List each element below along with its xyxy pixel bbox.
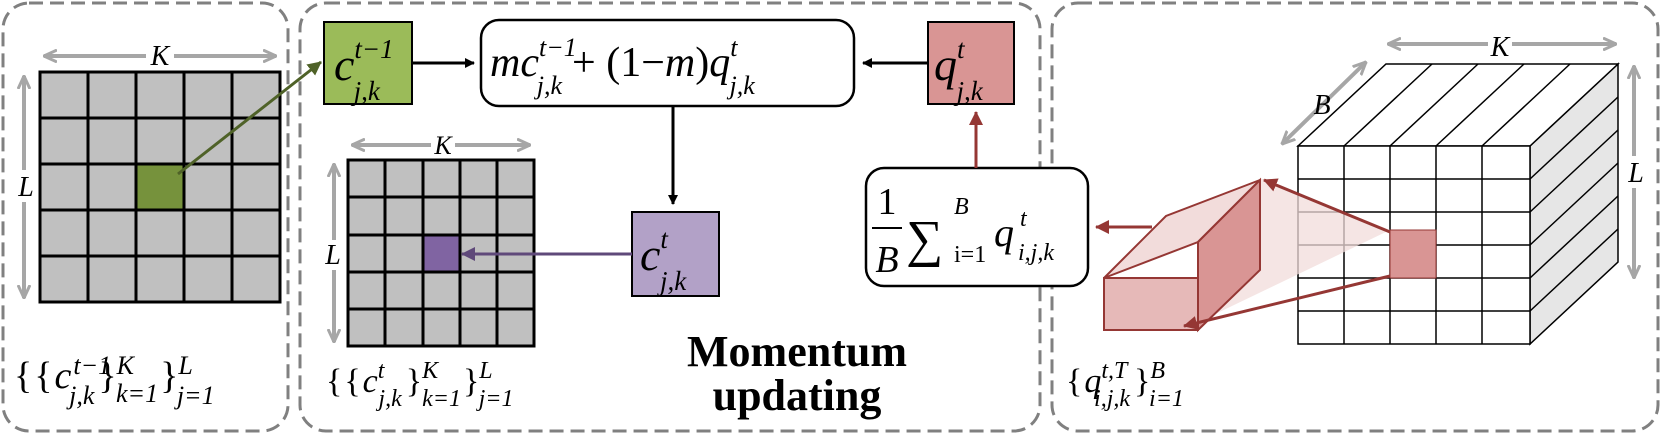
title-line1: Momentum — [687, 327, 907, 376]
extracted-slice-prism — [1103, 177, 1261, 333]
svg-text:B: B — [954, 194, 969, 220]
update-formula-box — [479, 18, 856, 108]
highlighted-cell-green — [136, 164, 184, 210]
average-formula: 1 B ∑ B i=1 q t i,j,k — [872, 181, 1054, 281]
k-label-right: K — [1490, 32, 1511, 63]
svg-text:q: q — [994, 210, 1014, 255]
centroid-grid-previous — [38, 70, 282, 304]
cube-highlight-cell — [1389, 229, 1437, 279]
svg-text:B: B — [875, 239, 898, 281]
red-arrow-cell-to-slice-bottom — [1183, 274, 1391, 330]
svg-text:∑: ∑ — [906, 211, 943, 268]
svg-text:i=1: i=1 — [954, 242, 986, 268]
centroid-grid-current — [346, 158, 536, 348]
red-arrow-cell-to-slice-top — [1263, 178, 1391, 234]
l-label-left: L — [17, 172, 34, 203]
b-label: B — [1313, 90, 1330, 121]
c-prev-box — [323, 21, 413, 105]
title-line2: updating — [713, 371, 882, 420]
green-arrow — [177, 60, 322, 176]
svg-text:1: 1 — [878, 181, 897, 223]
l-label-right: L — [1627, 158, 1644, 189]
left-panel — [1, 1, 290, 433]
svg-text:t: t — [1020, 206, 1028, 232]
q-t-box — [927, 21, 1015, 105]
k-label-left: K — [150, 41, 171, 72]
svg-text:i,j,k: i,j,k — [1018, 240, 1054, 266]
b-dimension-arrow — [1282, 62, 1366, 144]
highlighted-cell-purple — [423, 235, 460, 272]
feature-cube — [1296, 62, 1620, 346]
l-label-middle: L — [324, 240, 341, 271]
k-label-middle: K — [433, 131, 453, 160]
